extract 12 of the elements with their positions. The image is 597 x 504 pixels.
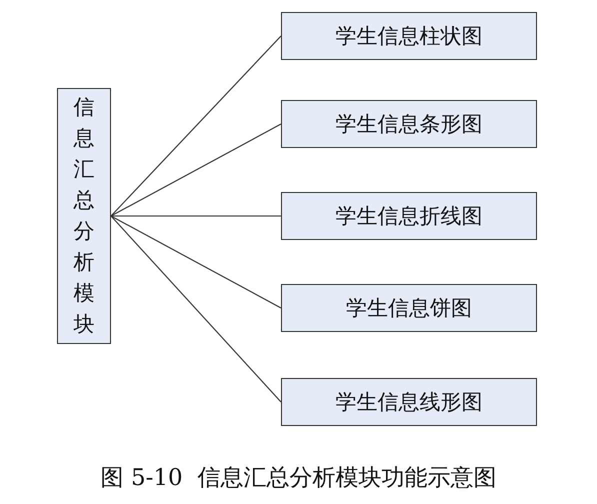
chart-type-box: 学生信息饼图 bbox=[281, 284, 537, 332]
connector-line bbox=[110, 124, 282, 216]
connector-line bbox=[111, 215, 281, 217]
connector-line bbox=[110, 216, 282, 308]
chart-type-box: 学生信息折线图 bbox=[281, 192, 537, 240]
module-box: 信息汇总分析模块 bbox=[57, 88, 111, 344]
figure-caption: 图 5-10 信息汇总分析模块功能示意图 bbox=[100, 464, 498, 493]
connector-line bbox=[110, 216, 282, 402]
chart-type-box: 学生信息条形图 bbox=[281, 100, 537, 148]
connector-line bbox=[110, 36, 282, 216]
chart-type-box: 学生信息线形图 bbox=[281, 378, 537, 426]
chart-type-box: 学生信息柱状图 bbox=[281, 12, 537, 60]
